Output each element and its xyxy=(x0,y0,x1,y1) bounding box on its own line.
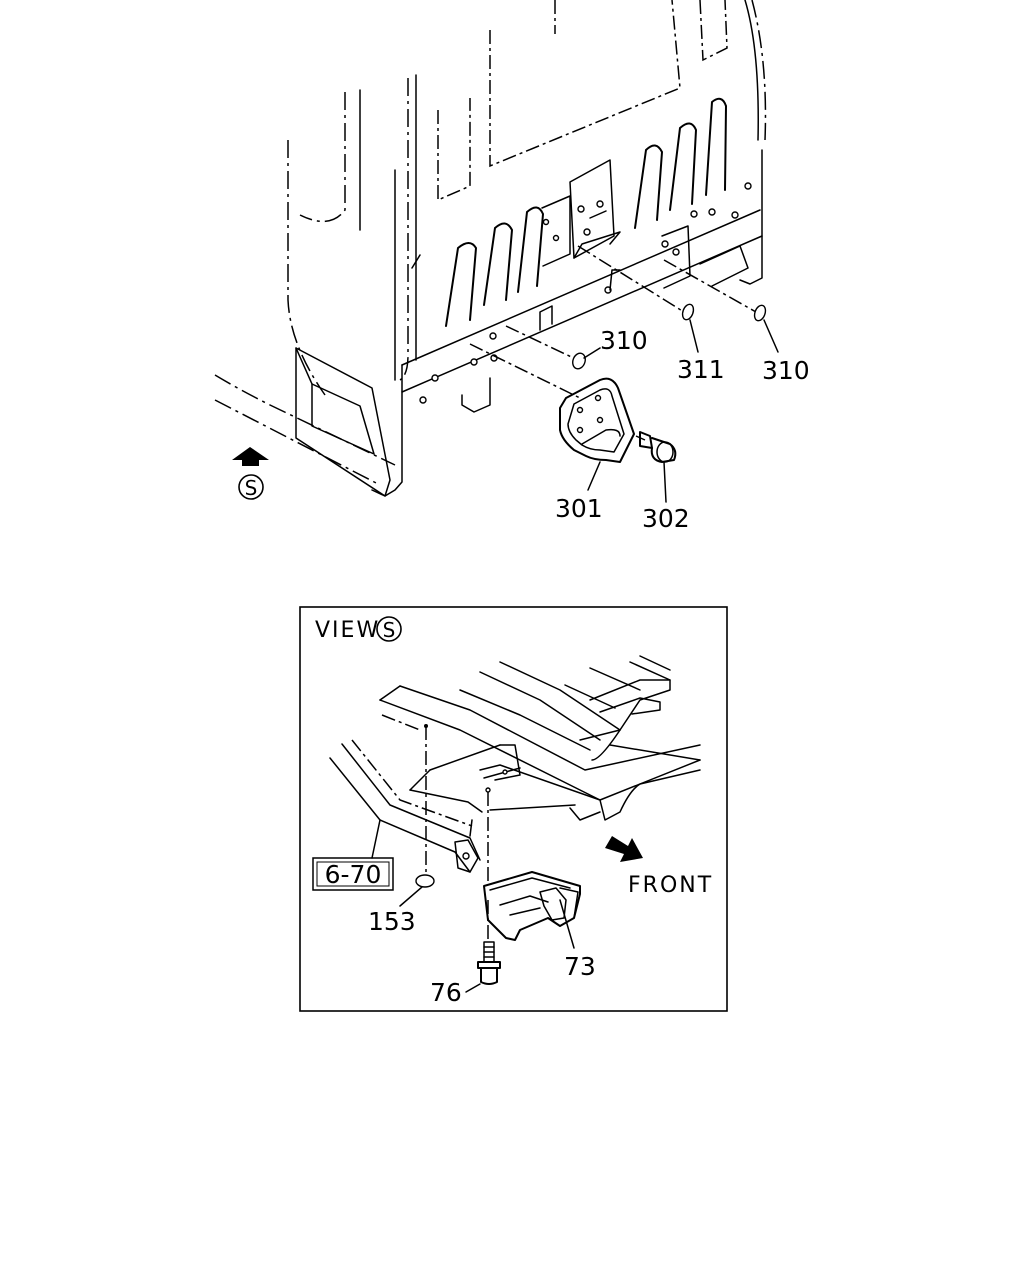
callout-310-b: 310 xyxy=(762,356,810,385)
lower-panel xyxy=(371,97,763,497)
washer-310-b xyxy=(753,304,767,322)
front-arrow-icon xyxy=(605,836,643,862)
part-73-bracket xyxy=(483,871,581,941)
front-label: FRONT xyxy=(628,873,713,898)
side-member xyxy=(329,739,481,873)
leader-lines xyxy=(583,319,779,503)
step-recess xyxy=(295,347,391,497)
washer-311 xyxy=(681,303,695,321)
part-301-guard xyxy=(559,377,635,463)
svg-text:6-70: 6-70 xyxy=(325,860,382,889)
washer-310-a xyxy=(572,352,586,370)
detail-title-marker: S xyxy=(376,616,402,642)
detail-title-word: VIEW xyxy=(315,618,380,643)
part-76-bolt xyxy=(477,941,501,985)
detail-frame xyxy=(299,606,728,1012)
ref-box-6-70: 6-70 xyxy=(312,857,394,891)
part-153-grommet xyxy=(415,874,435,888)
callout-302: 302 xyxy=(642,504,690,533)
svg-text:S: S xyxy=(245,476,258,500)
cab-body xyxy=(287,0,767,396)
frame-rails xyxy=(379,655,701,821)
callout-311: 311 xyxy=(677,355,725,384)
view-arrow-icon xyxy=(232,447,269,466)
view-marker: S xyxy=(238,474,264,500)
svg-text:S: S xyxy=(383,618,396,642)
callout-301: 301 xyxy=(555,494,603,523)
callout-76: 76 xyxy=(430,978,462,1007)
main-view: 310 311 310 301 302 S xyxy=(214,0,810,533)
detail-view: VIEW S xyxy=(299,606,728,1012)
callout-153: 153 xyxy=(368,907,416,936)
callout-73: 73 xyxy=(564,952,596,981)
callout-310-a: 310 xyxy=(600,326,648,355)
part-302-bolt xyxy=(639,431,677,463)
